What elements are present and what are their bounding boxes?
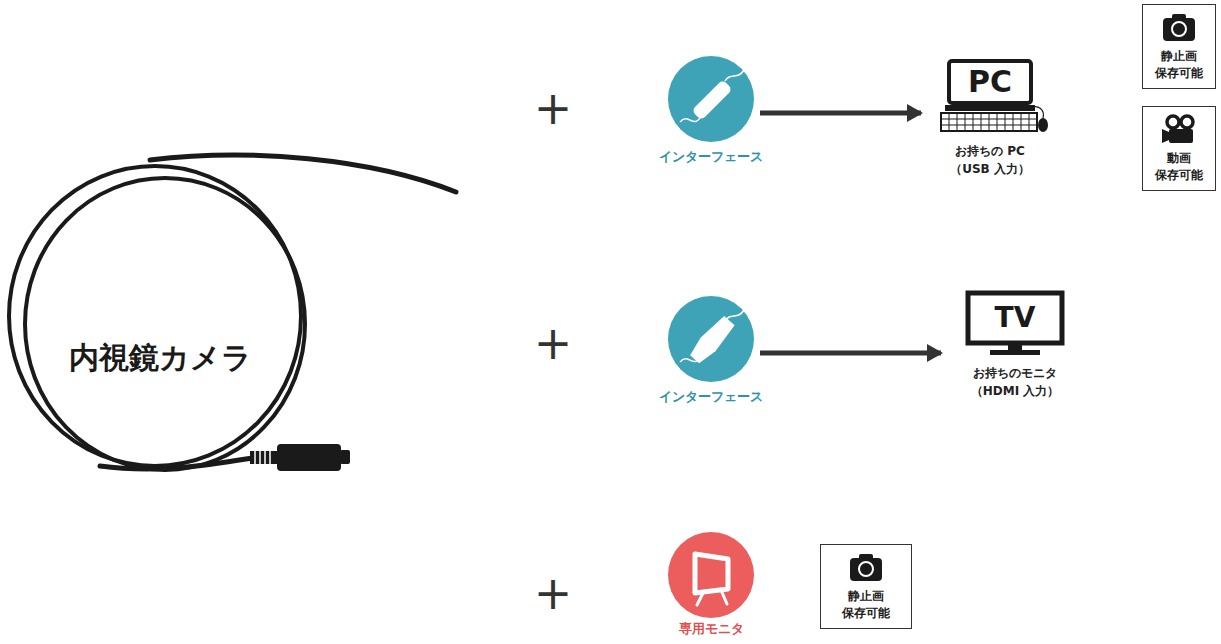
- circle-fill: [668, 296, 754, 382]
- device-caption: お持ちのモニタ （HDMI 入力）: [959, 364, 1071, 400]
- plus-sign: +: [534, 570, 573, 616]
- screen-text: TV: [968, 293, 1062, 343]
- tv-base: [990, 350, 1040, 355]
- badge-node: 静止画 保存可能: [1142, 4, 1216, 89]
- plus-sign: +: [534, 320, 573, 366]
- interface-circle: [668, 56, 754, 142]
- mouse-cord: [1029, 107, 1043, 118]
- circle-fill: [668, 532, 754, 618]
- iface-node: インターフェース: [646, 296, 776, 406]
- laptop-hinge: [945, 105, 1035, 111]
- coil-outline: [5, 158, 315, 476]
- camera-icon: [1161, 12, 1197, 42]
- plug-body: [277, 444, 341, 471]
- monitor-icon: [695, 554, 728, 593]
- badge-node: 静止画 保存可能: [820, 544, 912, 629]
- iface-node: インターフェース: [646, 56, 776, 166]
- camera-title: 内視鏡カメラ: [69, 338, 252, 379]
- interface-device: [687, 314, 737, 366]
- reel: [1167, 116, 1179, 128]
- cable-plug: [250, 444, 350, 471]
- monitor-circle: [668, 532, 754, 618]
- camera-lens: [1172, 22, 1186, 36]
- laptop-screen: [949, 61, 1031, 103]
- camera-body: [850, 558, 882, 581]
- circle-fill: [668, 56, 754, 142]
- keyboard-keys: [941, 113, 1037, 131]
- screen-node: TV お持ちのモニタ （HDMI 入力）: [945, 290, 1085, 400]
- badge-text: 静止画 保存可能: [1151, 48, 1207, 82]
- monitor-node: 専用モニタ: [646, 532, 776, 637]
- video-icon: [1161, 114, 1197, 144]
- device-caption: お持ちの PC （USB 入力）: [943, 142, 1038, 178]
- interface-label: インターフェース: [659, 388, 763, 406]
- plus-sign: +: [534, 85, 573, 131]
- badge-node: 動画 保存可能: [1142, 106, 1216, 191]
- plug-grip: [250, 451, 278, 464]
- screen-text: PC: [949, 61, 1031, 103]
- interface-label: インターフェース: [659, 148, 763, 166]
- coil-loop: [25, 178, 305, 470]
- camera-icon: [848, 552, 884, 582]
- monitor-stand: [697, 590, 727, 605]
- badge-text: 静止画 保存可能: [838, 588, 894, 622]
- arrow-connector: [760, 111, 921, 116]
- plug-tip: [340, 450, 350, 464]
- video-body: [1169, 129, 1193, 143]
- device-icon: TV: [960, 290, 1070, 358]
- plug-ribs: [255, 451, 270, 464]
- coil-loop: [9, 166, 301, 466]
- monitor-label: 専用モニタ: [679, 621, 744, 637]
- interface-circle: [668, 296, 754, 382]
- screen-node: PC お持ちの PC （USB 入力）: [925, 58, 1055, 178]
- video-lens: [1162, 129, 1169, 143]
- laptop-keyboard: [941, 113, 1037, 131]
- coil-node: 内視鏡カメラ: [5, 158, 315, 476]
- mouse: [1038, 118, 1048, 132]
- badge-text: 動画 保存可能: [1151, 150, 1207, 184]
- reel: [1181, 116, 1193, 128]
- camera-lens: [859, 562, 873, 576]
- interface-device: [691, 79, 732, 120]
- device-icon: PC: [929, 58, 1051, 136]
- tv-screen: [968, 293, 1062, 343]
- arrow-connector: [760, 351, 941, 356]
- camera-body: [1163, 18, 1195, 41]
- interface-wire: [725, 70, 744, 81]
